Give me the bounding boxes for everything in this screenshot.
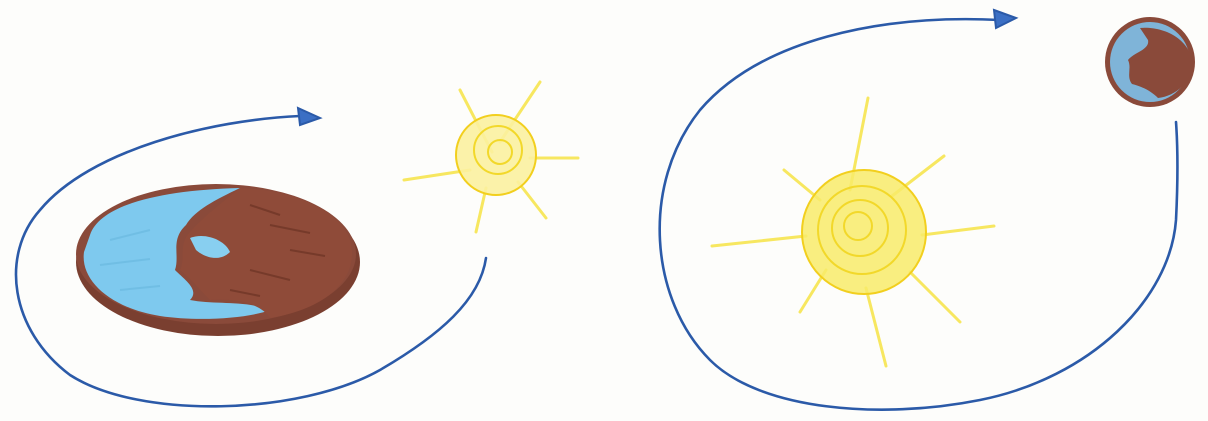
flat-earth-disc — [76, 184, 360, 336]
flat-earth-panel — [16, 82, 578, 406]
orbit-arrowhead-left — [298, 108, 320, 125]
sun-small — [404, 82, 578, 232]
sun-large — [712, 98, 994, 366]
round-earth-panel — [660, 10, 1195, 410]
orbit-arrowhead-right — [994, 10, 1016, 28]
round-earth — [1105, 17, 1195, 107]
